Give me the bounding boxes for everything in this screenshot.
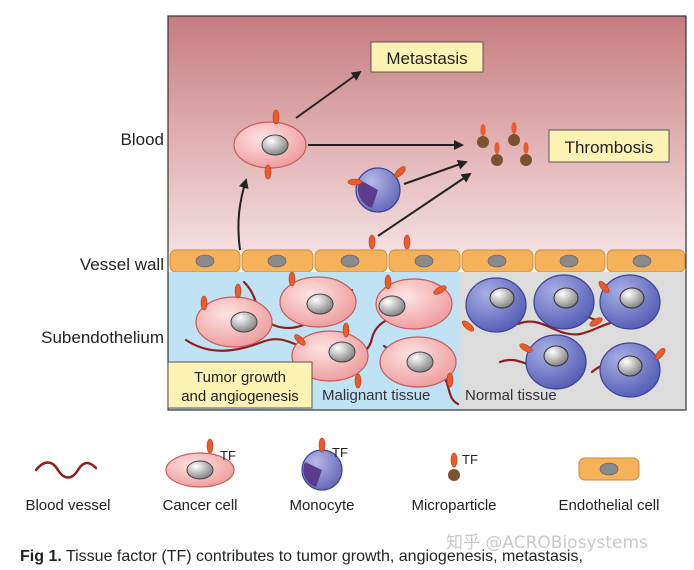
microparticles [477,122,532,166]
tumor-growth-label-line1: Tumor growth [194,369,286,386]
endothelial-cell [534,249,606,273]
normal-cell [525,334,587,390]
metastasis-label: Metastasis [386,49,467,68]
vessel-wall [169,249,686,273]
microparticle [491,142,503,166]
figure-caption: Fig 1. Tissue factor (TF) contributes to… [20,548,692,566]
thrombosis-label-box: Thrombosis [548,129,670,163]
legend-monocyte: TF Monocyte [289,437,355,514]
endothelial-cell [606,249,686,273]
circulating-monocyte [347,166,406,213]
subendothelium-label: Subendothelium [41,328,164,347]
legend-monocyte-label: Monocyte [289,497,354,514]
microparticle [520,142,532,166]
cancer-cell [279,276,357,328]
circulating-cancer-cell [233,109,307,180]
caption-text: Tissue factor (TF) contributes to tumor … [61,548,583,565]
legend: Blood vessel TF Cancer cell TF Monocyte … [25,437,660,514]
endothelial-cell [241,249,314,273]
endothelial-cell [169,249,241,273]
tumor-growth-label-box: Tumor growth and angiogenesis [167,361,313,409]
legend-monocyte-tf: TF [332,445,348,460]
normal-cell [533,274,595,330]
malignant-tissue-label: Malignant tissue [322,387,430,404]
normal-tissue-label: Normal tissue [465,387,557,404]
endothelial-cell [388,249,461,273]
legend-cancer-tf: TF [220,448,236,463]
vessel-wall-label: Vessel wall [80,255,164,274]
endothelial-cell [461,249,534,273]
cancer-cell [195,296,273,348]
arrow-wall-to-thrombosis [377,172,472,237]
metastasis-label-box: Metastasis [370,41,484,73]
normal-cell [599,274,661,330]
legend-blood-vessel-label: Blood vessel [25,497,110,514]
vessel-wall-tf [368,234,411,250]
legend-cancer-cell-label: Cancer cell [162,497,237,514]
tumor-growth-label-line2: and angiogenesis [181,388,299,405]
arrow-monocyte-to-thrombosis [403,159,468,185]
legend-cancer-cell: TF Cancer cell [162,438,238,514]
caption-fig-label: Fig 1. [20,548,62,565]
microparticle [508,122,520,146]
cancer-cell [379,336,457,388]
arrows [237,70,472,251]
legend-microparticle-label: Microparticle [411,497,496,514]
tissue-tf-marks [200,271,666,389]
watermark: 知乎 @ACROBiosystems [446,533,648,553]
thrombosis-label: Thrombosis [565,138,654,157]
legend-endothelial-cell-label: Endothelial cell [559,497,660,514]
legend-microparticle-tf: TF [462,452,478,467]
normal-cell [599,342,661,398]
blood-label: Blood [121,130,164,149]
arrow-to-metastasis [295,70,362,119]
legend-blood-vessel: Blood vessel [25,461,111,514]
arrow-tumor-intravasation [237,178,249,251]
normal-tissue-cells [465,274,661,398]
legend-microparticle: TF Microparticle [411,452,496,514]
diagram-frame [167,15,687,411]
cancer-cell [375,278,453,330]
legend-endothelial-cell: Endothelial cell [559,457,660,514]
normal-cell [465,277,527,333]
endothelial-cell [314,249,388,273]
microparticle [477,124,489,148]
